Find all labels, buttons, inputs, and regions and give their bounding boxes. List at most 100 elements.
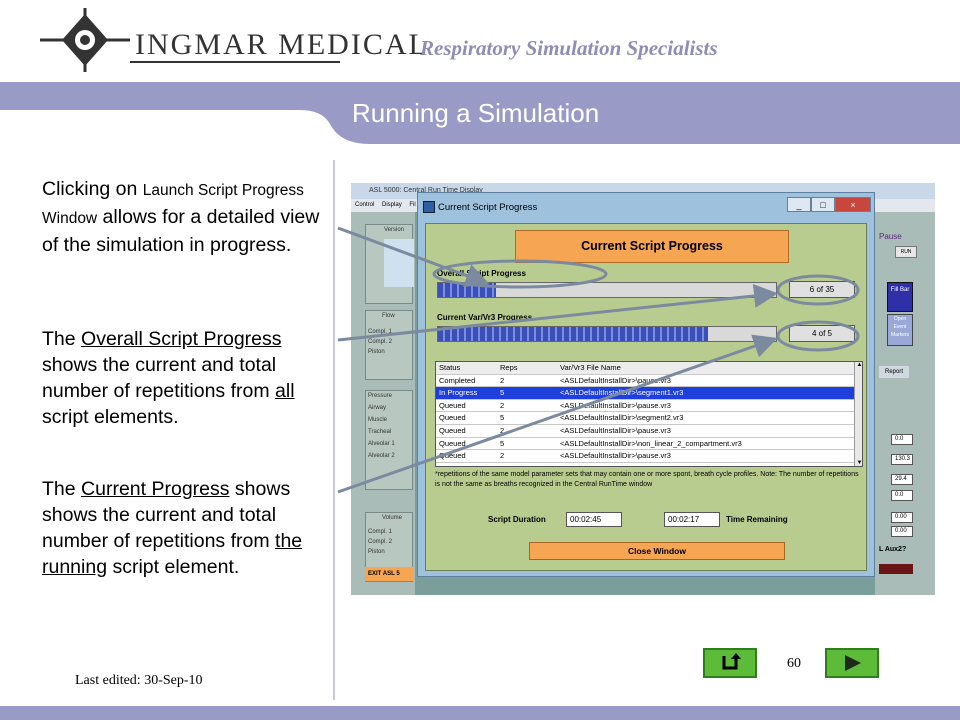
close-icon[interactable]: × [835, 197, 871, 212]
scroll-up-icon[interactable]: ▲ [856, 362, 863, 368]
table-cell-file: <ASLDefaultInstallDir>\pause.vr3 [560, 451, 671, 461]
table-row[interactable]: Queued 2 <ASLDefaultInstallDir>\pause.vr3 [436, 400, 854, 413]
arrow-to-overall-label [337, 226, 490, 288]
logo-graphic [40, 8, 340, 72]
bg-red-indicator [879, 564, 913, 574]
table-cell-file: <ASLDefaultInstallDir>\pause.vr3 [560, 375, 671, 385]
script-elements-table[interactable]: Status Reps Var/Vr3 File Name Completed 2… [435, 361, 863, 467]
bg-pause-label[interactable]: Pause [879, 232, 902, 241]
table-header: Status Reps Var/Vr3 File Name [436, 362, 854, 375]
column-header[interactable]: Reps [500, 363, 518, 372]
table-row[interactable]: Queued 2 <ASLDefaultInstallDir>\pause.vr3 [436, 425, 854, 438]
overall-progress-counter: 6 of 35 [789, 281, 855, 298]
text-segment: script element. [107, 556, 240, 578]
tagline: Respiratory Simulation Specialists [420, 36, 718, 60]
text-segment-underlined: Current Progress [81, 478, 230, 500]
bg-label: Volume [382, 515, 403, 521]
bg-left-panel: Version Flow Compl. 1 Compl. 2 Piston Pr… [351, 212, 415, 595]
bg-run-button[interactable]: RUN [895, 246, 917, 258]
bg-label: Version [384, 227, 405, 233]
divider-line [333, 160, 335, 700]
highlight-ellipse-overall-counter [776, 274, 860, 306]
arrow-to-overall-counter [337, 283, 778, 342]
bg-value-field: 130.3 [891, 454, 913, 465]
current-progress-bar [437, 326, 777, 342]
maximize-button[interactable]: □ [811, 197, 835, 212]
text-segment-command: Launch Script Progress Window [42, 182, 304, 227]
close-window-button[interactable]: Close Window [529, 542, 785, 560]
app-window-icon [423, 201, 435, 213]
bg-right-panel: Pause RUN Fill Bar Open Event Markers Re… [875, 212, 935, 595]
bg-label: Compl. 2 [368, 539, 393, 545]
table-cell-status: Queued [439, 413, 466, 423]
bg-value-field: 0.0 [891, 490, 913, 501]
slide-title: Running a Simulation [352, 98, 600, 128]
arrow-to-current-counter [337, 334, 778, 494]
bg-open-event-markers-button[interactable]: Open Event Markers [887, 314, 913, 346]
script-duration-field: 00:02:45 [566, 512, 622, 527]
table-cell-status: Queued [439, 438, 466, 448]
minimize-button[interactable]: _ [787, 197, 811, 212]
column-header[interactable]: Var/Vr3 File Name [560, 363, 621, 372]
table-cell-reps: 2 [500, 375, 505, 385]
bg-fill-bar-button[interactable]: Fill Bar [887, 282, 913, 312]
script-duration-label: Script Duration [488, 515, 546, 524]
bg-label: Compl. 1 [368, 529, 393, 535]
bg-report-button[interactable]: Report [879, 366, 909, 378]
text-segment: The [42, 478, 82, 500]
scroll-down-icon[interactable]: ▼ [856, 460, 863, 466]
bg-label: Compl. 1 [368, 329, 393, 335]
table-cell-reps: 2 [500, 426, 505, 435]
table-cell-status: Queued [439, 426, 466, 435]
bg-label: Alveolar 1 [368, 441, 395, 447]
table-row[interactable]: Completed 2 <ASLDefaultInstallDir>\pause.v… [436, 375, 854, 388]
bottom-bar [0, 706, 960, 720]
table-cell-file: <ASLDefaultInstallDir>\pause.vr3 [560, 400, 671, 410]
table-cell-status: Completed [439, 375, 476, 385]
bg-flow-panel: Flow Compl. 1 Compl. 2 Piston [365, 310, 413, 380]
current-progress-counter: 4 of 5 [789, 325, 855, 342]
table-cell-status: In Progress [439, 388, 478, 398]
table-scrollbar[interactable]: ▲ ▼ [854, 362, 863, 466]
text-segment-underlined: all [275, 380, 295, 402]
bg-menu-item[interactable]: Display [382, 202, 402, 208]
page-number: 60 [787, 656, 801, 671]
crosshair-logo-icon [40, 8, 130, 72]
bg-label: Pressure [368, 393, 393, 399]
table-cell-reps: 2 [500, 400, 505, 410]
table-cell-reps: 5 [500, 388, 505, 398]
bg-label: Alveolar 2 [368, 453, 395, 459]
table-cell-status: Queued [439, 400, 466, 410]
bg-value-field: 0.00 [891, 526, 913, 537]
paragraph-launch-window: Clicking on Launch Script Progress Windo… [42, 176, 332, 258]
progress-header: Current Script Progress [515, 230, 789, 263]
table-cell-file: <ASLDefaultInstallDir>\non_linear_2_comp… [560, 438, 742, 448]
bg-label: Piston [368, 549, 385, 555]
text-segment-underlined: Overall Script Progress [81, 328, 282, 350]
last-edited-text: Last edited: 30-Sep-10 [75, 673, 203, 688]
bg-label: Piston [368, 349, 385, 355]
bg-menu-item[interactable]: Fil [409, 202, 416, 208]
text-segment-underlined: the running [42, 530, 303, 578]
text-segment: script elements. [42, 406, 179, 428]
column-header[interactable]: Status [439, 363, 461, 372]
repetitions-note: *repetitions of the same model parameter… [435, 471, 859, 488]
bg-label: Flow [382, 313, 395, 319]
highlight-ellipse-current-counter [776, 320, 860, 352]
table-cell-file: <ASLDefaultInstallDir>\segment2.vr3 [560, 413, 684, 423]
table-cell-file: <ASLDefaultInstallDir>\pause.vr3 [560, 426, 671, 435]
highlight-ellipse-overall-label [432, 259, 608, 289]
paragraph-current-progress: The Current Progress shows shows the cur… [42, 476, 332, 580]
table-cell-reps: 2 [500, 451, 505, 461]
next-button[interactable] [825, 648, 879, 678]
return-button[interactable] [703, 648, 757, 678]
dialog-titlebar[interactable]: Current Script Progress _ □ × [418, 193, 874, 221]
text-segment: shows the current and total number of re… [42, 354, 277, 402]
bg-menu-item[interactable]: Control [355, 202, 375, 208]
bg-label: Compl. 2 [368, 339, 393, 345]
bg-exit-button[interactable]: EXIT ASL 5 [365, 567, 413, 581]
